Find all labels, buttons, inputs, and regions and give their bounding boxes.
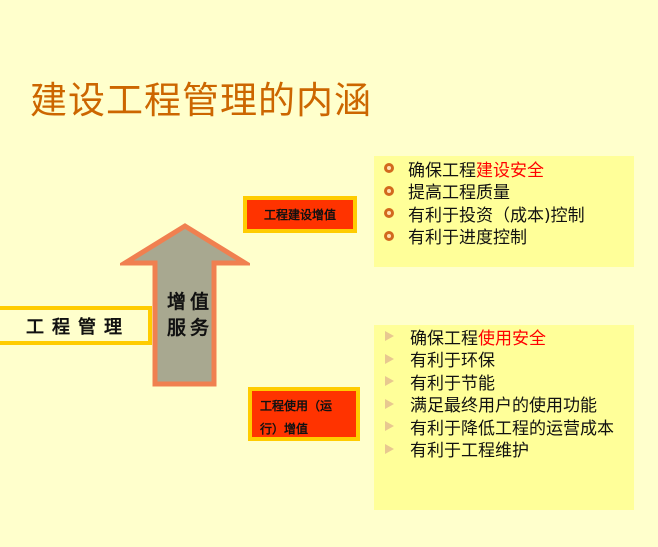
engineering-management-label: 工程管理	[26, 316, 130, 338]
list-item: 有利于工程维护	[382, 438, 634, 461]
arrow-bullet-icon	[385, 443, 394, 454]
construction-value-list: 确保工程建设安全 提高工程质量 有利于投资（成本)控制 有利于进度控制	[374, 156, 634, 267]
round-bullet-icon	[384, 208, 394, 219]
arrow-bullet-icon	[385, 353, 394, 364]
arrow-bullet-icon	[385, 398, 394, 409]
list-item: 有利于投资（成本)控制	[382, 202, 634, 226]
list-item: 确保工程建设安全	[382, 157, 634, 181]
arrow-bullet-icon	[385, 376, 394, 387]
list-item: 有利于环保	[382, 348, 634, 371]
page-title: 建设工程管理的内涵	[30, 79, 372, 122]
usage-value-label-line1: 工程使用（运	[260, 399, 333, 413]
usage-value-label-box: 工程使用（运 行）增值	[248, 387, 360, 441]
round-bullet-icon	[384, 185, 394, 196]
up-arrow-icon	[120, 223, 250, 387]
list-item: 有利于节能	[382, 370, 634, 394]
usage-value-label-line2: 行）增值	[260, 422, 309, 436]
arrow-text-line2: 服务	[166, 317, 213, 339]
list-item: 提高工程质量	[382, 180, 634, 203]
list-item: 满足最终用户的使用功能	[382, 393, 634, 416]
arrow-bullet-icon	[385, 421, 394, 432]
round-bullet-icon	[384, 230, 394, 241]
engineering-management-box: 工程管理	[0, 306, 152, 345]
list-item: 有利于进度控制	[382, 225, 634, 248]
highlight-text: 建设安全	[476, 160, 544, 181]
construction-value-label-box: 工程建设增值	[243, 196, 357, 233]
arrow-text-line1: 增值	[166, 291, 213, 313]
usage-value-list: 确保工程使用安全 有利于环保 有利于节能 满足最终用户的使用功能 有利于降低工程…	[374, 325, 634, 510]
construction-value-label: 工程建设增值	[263, 208, 336, 222]
list-item: 确保工程使用安全	[382, 325, 634, 349]
list-item: 有利于降低工程的运营成本	[382, 415, 634, 439]
value-added-service-text: 增值 服务	[160, 289, 220, 341]
round-bullet-icon	[384, 163, 394, 174]
highlight-text: 使用安全	[478, 328, 546, 349]
arrow-bullet-icon	[385, 331, 394, 342]
